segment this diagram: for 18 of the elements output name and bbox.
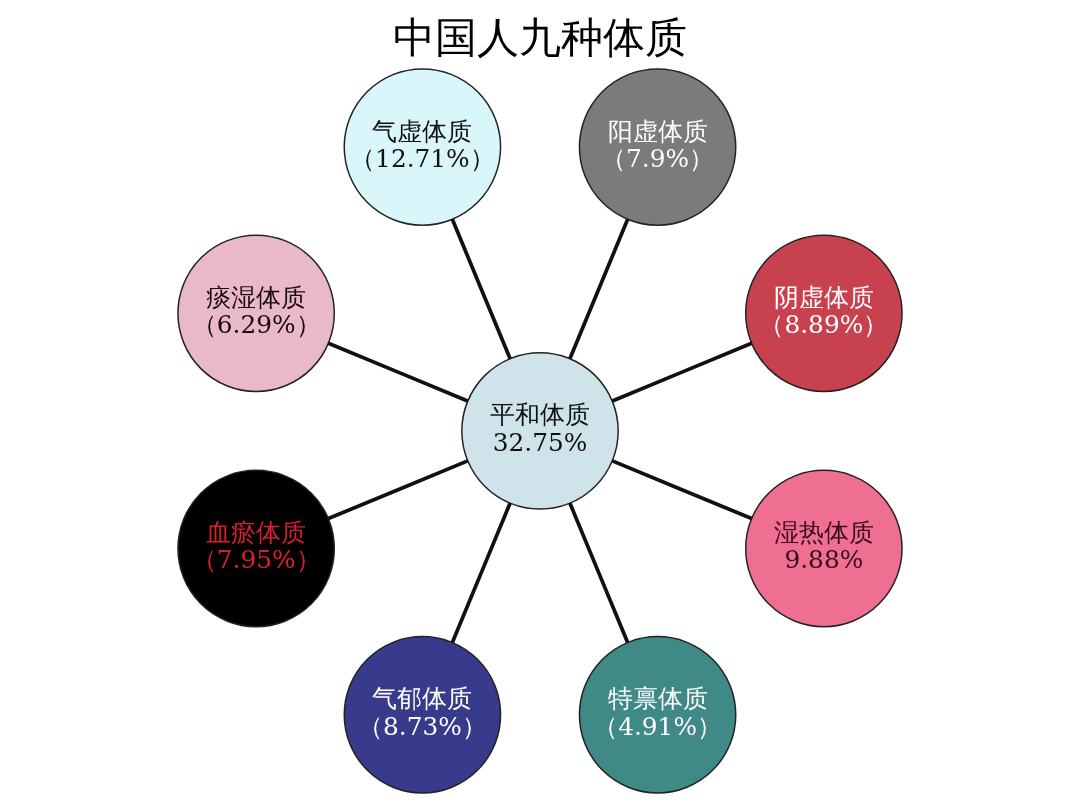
node-circle: 平和体质 32.75% <box>461 352 619 510</box>
connector <box>611 459 753 521</box>
node-circle: 特禀体质 （4.91%） <box>578 635 737 794</box>
node-circle: 阴虚体质 （8.89%） <box>744 234 903 393</box>
node-circle: 阳虚体质 （7.9%） <box>578 68 737 226</box>
connector <box>568 218 630 360</box>
connector <box>611 341 753 403</box>
node-circle: 气虚体质 （12.71%） <box>343 68 502 226</box>
connector <box>327 459 469 521</box>
node-circle: 痰湿体质 （6.29%） <box>177 234 336 393</box>
connector <box>327 341 469 403</box>
connector <box>568 502 630 644</box>
diagram-title: 中国人九种体质 <box>393 12 688 62</box>
connector <box>450 502 512 644</box>
node-circle: 湿热体质 9.88% <box>744 469 903 628</box>
node-circle: 气郁体质 （8.73%） <box>343 635 502 794</box>
connector <box>450 218 512 360</box>
node-circle: 血瘀体质 （7.95%） <box>177 469 336 628</box>
